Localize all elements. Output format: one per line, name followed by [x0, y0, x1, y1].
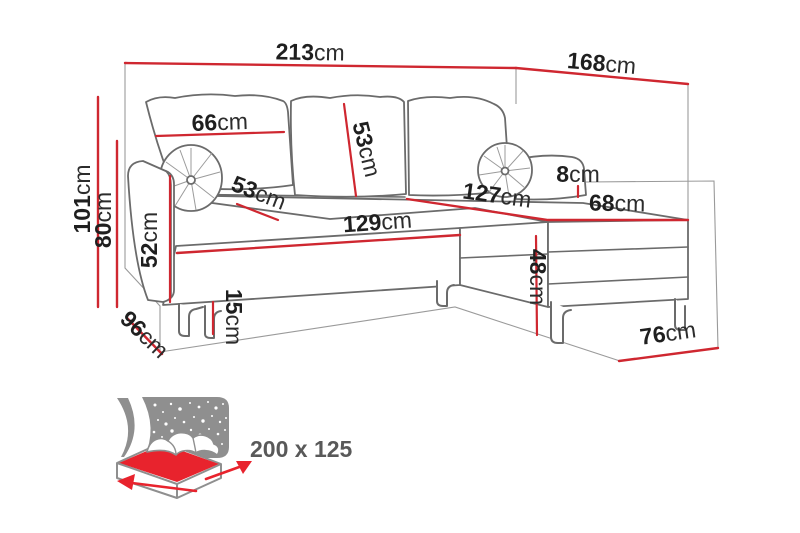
sleeping-size-label: 200 x 125: [250, 436, 353, 462]
round-pillow-right: [477, 142, 533, 198]
side-face-chaise-right: [547, 219, 689, 308]
dim-label-backrest-height: 80cm: [90, 192, 116, 248]
dim-line-back-pillow-width: [154, 130, 286, 138]
dim-line-seat-width: [175, 233, 462, 255]
projection-lines: [124, 63, 719, 362]
dim-line-total-depth-right: [514, 66, 690, 86]
dim-line-side-depth: [125, 316, 164, 356]
dim-line-total-width: [123, 61, 518, 70]
dim-label-back-pillow-height: 53cm: [347, 119, 386, 180]
dim-line-seat-depth: [235, 202, 280, 222]
dimension-labels: 213cm 168cm 66cm 53cm 53cm 101cm 80cm 52…: [69, 38, 698, 363]
dim-line-seat-height: [534, 234, 539, 337]
sofa-legs: [178, 280, 686, 344]
unfold-arrow-right: [204, 461, 252, 481]
dim-line-back-pillow-height: [342, 102, 358, 198]
dim-label-side-depth: 96cm: [115, 305, 174, 363]
dim-label-total-width: 213cm: [275, 38, 344, 65]
front-face-main: [162, 227, 461, 306]
dim-label-total-height: 101cm: [69, 164, 95, 233]
dim-label-back-pillow-width: 66cm: [191, 108, 248, 136]
dim-label-seat-width: 129cm: [342, 207, 413, 238]
dim-label-armrest-height: 52cm: [136, 212, 162, 268]
dim-label-total-depth-right: 168cm: [566, 47, 637, 79]
dim-label-chaise-length: 127cm: [461, 177, 533, 212]
dim-label-leg-height: 15cm: [221, 289, 247, 345]
round-pillow-left: [159, 144, 223, 212]
dim-label-chaise-width: 68cm: [589, 190, 646, 217]
unfold-arrow-left: [117, 474, 198, 493]
sleeping-function-icon: 200 x 125: [116, 397, 353, 499]
duvet-shape: [146, 431, 220, 456]
dim-label-seat-height: 48cm: [525, 249, 551, 305]
headboard-swoosh-shape: [117, 398, 135, 457]
mattress-top-red: [119, 444, 219, 482]
dim-label-cushion-thickness: 8cm: [556, 161, 599, 187]
dim-line-chaise-length-width: [405, 197, 690, 222]
dimension-lines: [96, 61, 720, 363]
dim-line-chaise-side-depth: [617, 346, 720, 363]
dim-label-chaise-side-depth: 76cm: [638, 316, 697, 350]
